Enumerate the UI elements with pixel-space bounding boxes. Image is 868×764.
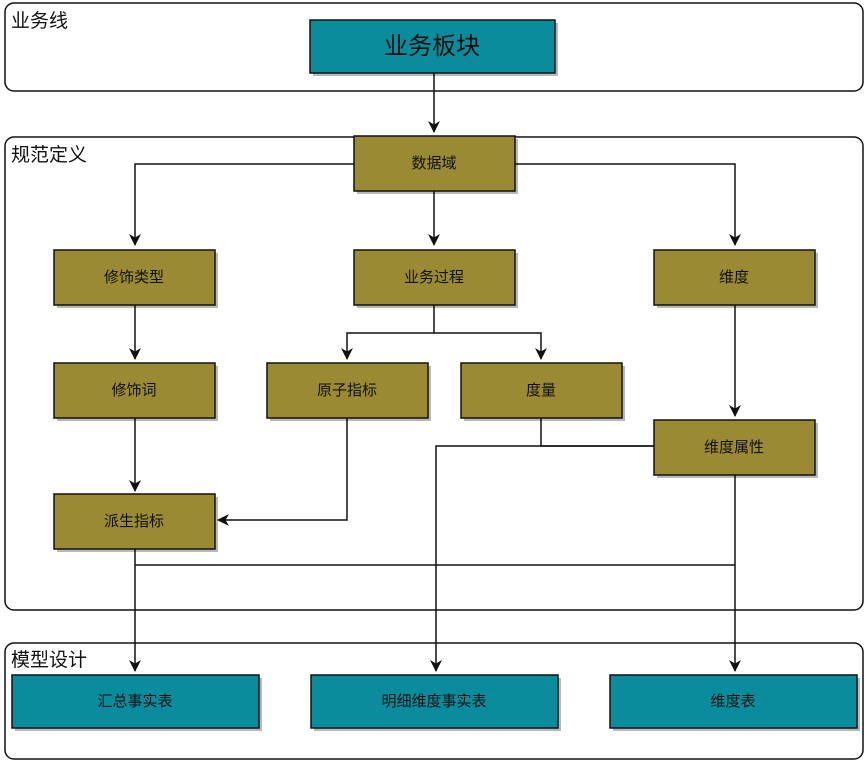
node-label-derived-metric: 派生指标 bbox=[104, 512, 164, 530]
group-title-spec-definition: 规范定义 bbox=[11, 144, 87, 166]
node-modifier[interactable]: 修饰词 bbox=[53, 362, 218, 421]
node-detail-fact-table[interactable]: 明细维度事实表 bbox=[310, 674, 561, 731]
node-dimension-attribute[interactable]: 维度属性 bbox=[653, 419, 818, 478]
edge-process-to-atomic bbox=[341, 305, 435, 360]
edge-domain-to-dimension bbox=[515, 163, 741, 246]
node-label-measure: 度量 bbox=[526, 381, 556, 399]
node-data-domain[interactable]: 数据域 bbox=[353, 135, 518, 194]
node-label-summary-fact-table: 汇总事实表 bbox=[97, 692, 172, 710]
node-label-data-domain: 数据域 bbox=[411, 154, 456, 172]
node-label-modifier: 修饰词 bbox=[111, 381, 156, 399]
group-title-business-line: 业务线 bbox=[11, 10, 68, 32]
group-title-model-design: 模型设计 bbox=[11, 649, 87, 671]
node-business-process[interactable]: 业务过程 bbox=[353, 249, 518, 308]
node-label-detail-fact-table: 明细维度事实表 bbox=[381, 692, 486, 710]
edges bbox=[129, 73, 741, 672]
node-label-modifier-type: 修饰类型 bbox=[104, 268, 164, 286]
edge-to-detail-fact bbox=[430, 445, 654, 672]
node-label-business-block: 业务板块 bbox=[384, 32, 480, 60]
node-label-dimension: 维度 bbox=[719, 268, 749, 286]
node-modifier-type[interactable]: 修饰类型 bbox=[53, 249, 218, 308]
node-atomic-metric[interactable]: 原子指标 bbox=[266, 362, 431, 421]
node-measure[interactable]: 度量 bbox=[460, 362, 625, 421]
node-derived-metric[interactable]: 派生指标 bbox=[53, 493, 218, 552]
node-label-atomic-metric: 原子指标 bbox=[317, 381, 377, 399]
node-dimension-table[interactable]: 维度表 bbox=[609, 674, 860, 731]
node-summary-fact-table[interactable]: 汇总事实表 bbox=[11, 674, 262, 731]
edge-atomic-to-derived bbox=[217, 418, 348, 526]
node-business-block[interactable]: 业务板块 bbox=[309, 19, 558, 76]
edge-domain-to-modifier-type bbox=[129, 163, 354, 246]
node-dimension[interactable]: 维度 bbox=[653, 249, 818, 308]
node-label-dimension-table: 维度表 bbox=[710, 692, 755, 710]
node-label-dimension-attribute: 维度属性 bbox=[704, 438, 764, 456]
node-label-business-process: 业务过程 bbox=[404, 268, 464, 286]
edge-process-to-measure bbox=[434, 332, 547, 360]
